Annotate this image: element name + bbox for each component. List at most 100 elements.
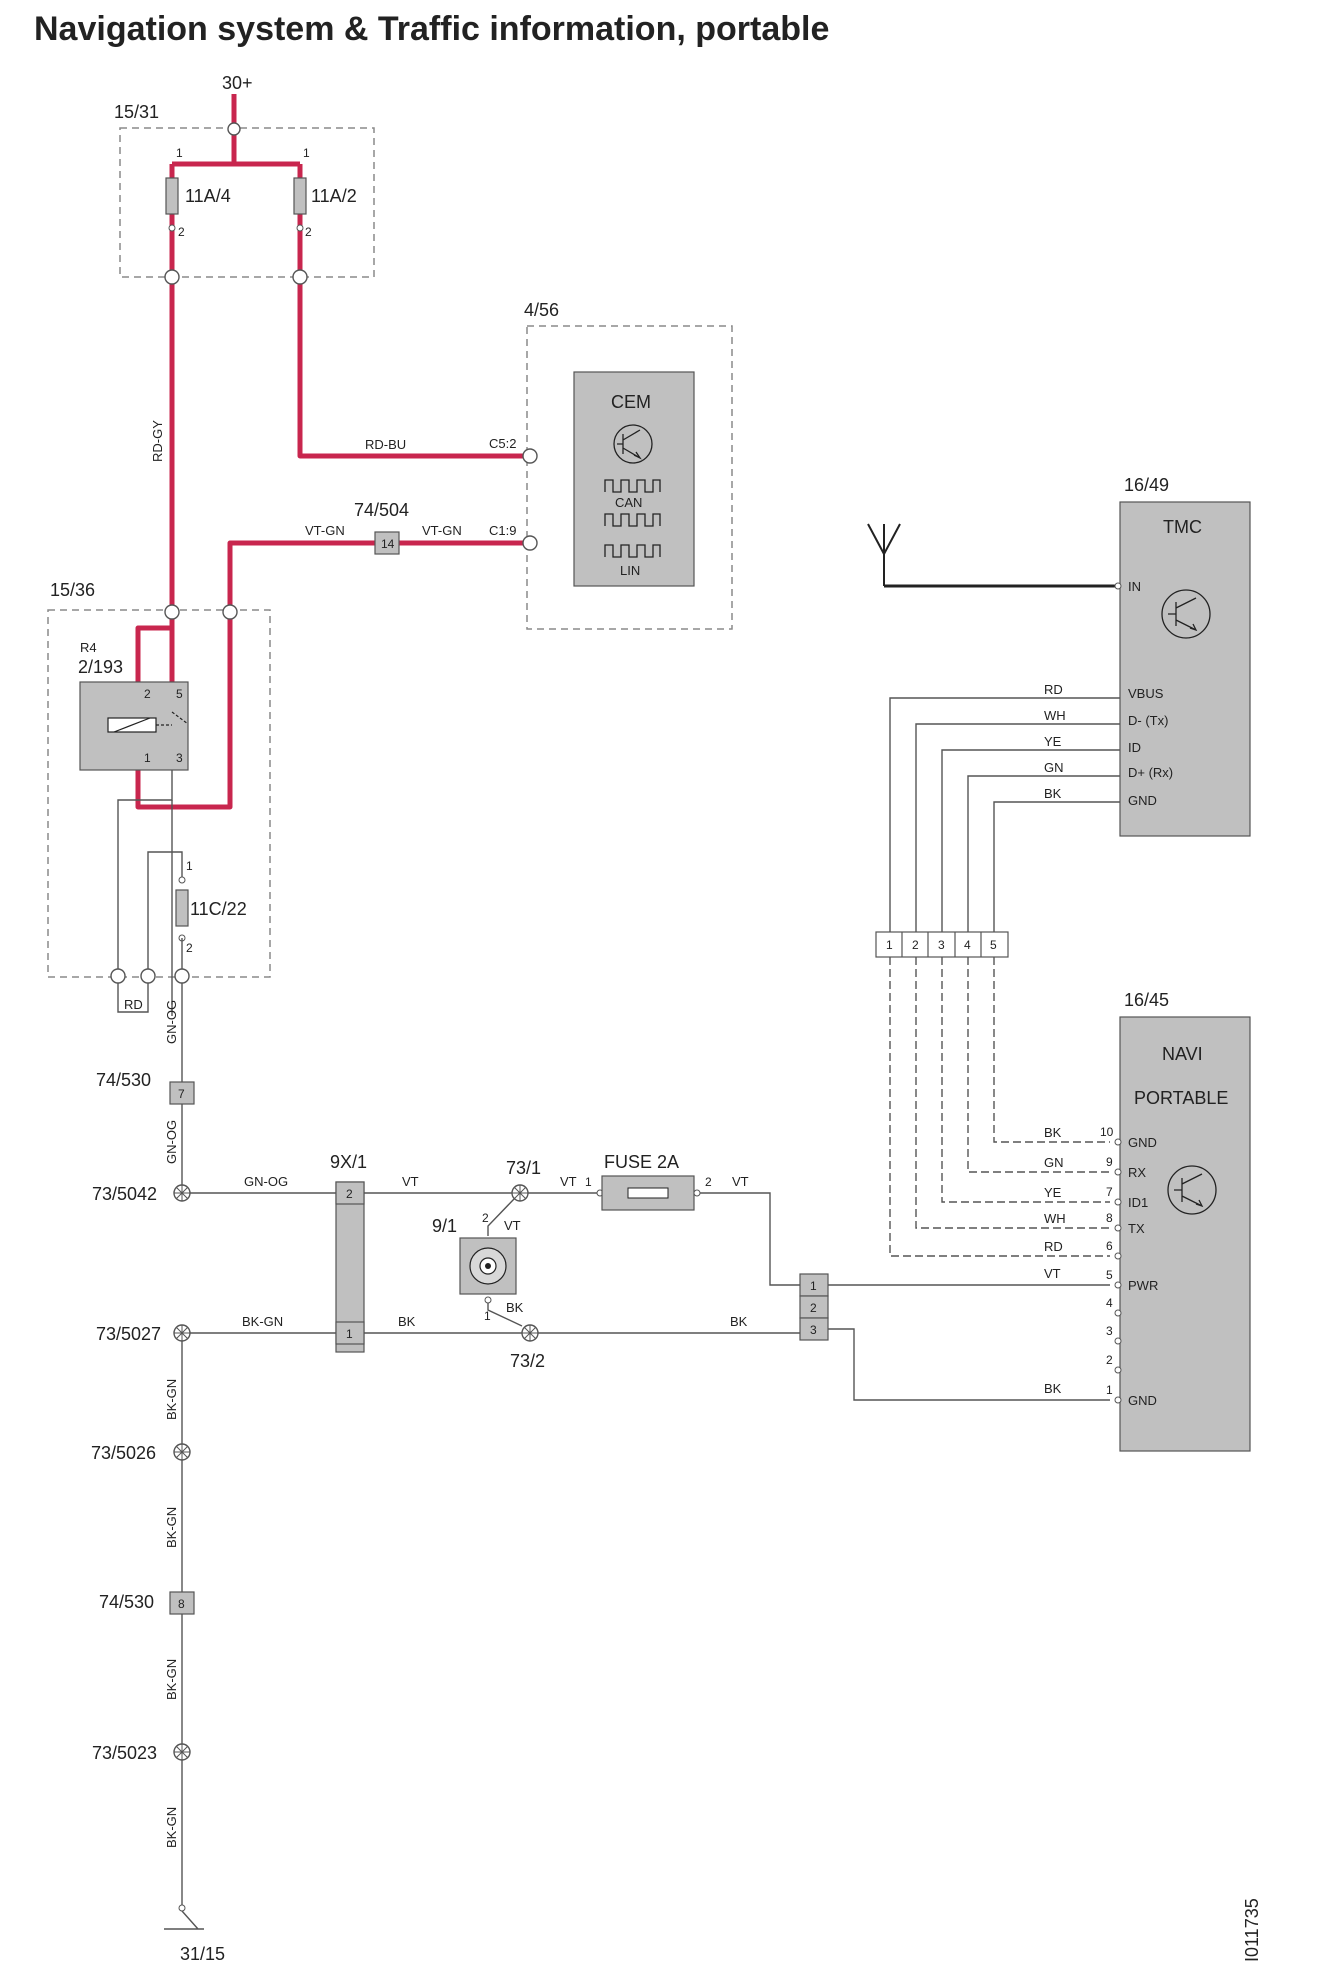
gnd-73-5027-label: 73/5027 [96, 1324, 161, 1344]
tmc-wire-gn [967, 775, 1120, 932]
tmc-wire-rd-label: RD [1044, 682, 1063, 697]
fuse-2a-pin1: 1 [585, 1175, 592, 1189]
wire-vt-label-5: VT [1044, 1266, 1061, 1281]
cem-pin-c19-node [522, 535, 538, 551]
navi-pin-num-1: 1 [1106, 1383, 1113, 1397]
navi-pin-num-7: 7 [1106, 1185, 1113, 1199]
fuse-c-pin2: 2 [186, 941, 193, 955]
wire-gn-og-label-1: GN-OG [164, 1000, 179, 1044]
tmc-conn-pin4: 4 [964, 938, 971, 952]
navi-pin-dots [1114, 1138, 1122, 1404]
wire-rd-bu-label: RD-BU [365, 437, 406, 452]
relay-pin3: 3 [176, 751, 183, 765]
navi-transistor-icon [1167, 1165, 1217, 1215]
navi-pin-gnd-top: GND [1128, 1135, 1157, 1150]
navi-label: NAVI [1162, 1044, 1203, 1064]
tmc-conn-pin2: 2 [912, 938, 919, 952]
splice-73-5026 [173, 1443, 191, 1461]
fuse-b-label: 11A/2 [311, 186, 357, 206]
relay-box-node-1 [164, 604, 180, 620]
navi-pin-num-3: 3 [1106, 1324, 1113, 1338]
navi-pin-num-6: 6 [1106, 1239, 1113, 1253]
conn-74-530-box-b [169, 1591, 195, 1615]
gnd-73-5023-label: 73/5023 [92, 1743, 157, 1763]
conn3-pin1: 1 [810, 1279, 817, 1293]
wire-vt-label-1: VT [402, 1174, 419, 1189]
conn-74-504-pin: 14 [381, 537, 395, 551]
conn-74-530-ref-a: 74/530 [96, 1070, 151, 1090]
navi-wire-gn [967, 957, 1110, 1173]
relay-box-ref: 15/36 [50, 580, 95, 600]
navi-pin-gnd-bottom: GND [1128, 1393, 1157, 1408]
relay-r-label: R4 [80, 640, 97, 655]
rd-loop-wire [117, 976, 149, 1013]
tmc-transistor-icon [1161, 589, 1211, 639]
tmc-wire-gn-label: GN [1044, 760, 1064, 775]
tmc-connector [875, 931, 1009, 958]
splice-73-1-label: 73/1 [506, 1158, 541, 1178]
supply-label: 30+ [222, 73, 253, 93]
wire-vt-label-4: VT [504, 1218, 521, 1233]
navi-wire-bk [993, 957, 1110, 1143]
navi-pin-id1: ID1 [1128, 1195, 1148, 1210]
navi-wire-wh-label: WH [1044, 1211, 1066, 1226]
wire-rd-gy-label: RD-GY [150, 420, 165, 462]
cem-pin-c52-node [522, 448, 538, 464]
navi-pin-num-4: 4 [1106, 1296, 1113, 1310]
navi-wire-ye-label: YE [1044, 1185, 1062, 1200]
tmc-wire-wh-label: WH [1044, 708, 1066, 723]
ground-symbol [164, 1904, 204, 1930]
wire-rd-label: RD [124, 997, 143, 1012]
wire-bk-label-1: BK [506, 1300, 524, 1315]
relay-box-bottom-node-1 [110, 968, 126, 984]
navi-wire-ye [941, 957, 1110, 1203]
vt-wire-c [700, 1192, 800, 1286]
navi-wire-rd-label: RD [1044, 1239, 1063, 1254]
navi-pin-tx: TX [1128, 1221, 1145, 1236]
navi-ref: 16/45 [1124, 990, 1169, 1010]
page-title: Navigation system & Traffic information,… [34, 10, 829, 48]
tmc-ref: 16/49 [1124, 475, 1169, 495]
tmc-wire-bk-label: BK [1044, 786, 1062, 801]
conn-74-530-box-a [169, 1081, 195, 1105]
tmc-wire-rd [889, 697, 1120, 932]
relay-pin1: 1 [144, 751, 151, 765]
gnd-wire-navi [828, 1328, 1110, 1401]
splice-73-5023 [173, 1743, 191, 1761]
navi-pin-num-5: 5 [1106, 1268, 1113, 1282]
wire-vt-gn-label-right: VT-GN [422, 523, 462, 538]
tmc-pin-dtx: D- (Tx) [1128, 713, 1168, 728]
fuse-11a4-symbol [165, 177, 179, 215]
fuse-c-pin1-dot [178, 876, 186, 884]
splice-73-2-label: 73/2 [510, 1351, 545, 1371]
navi-wire-bk-label: BK [1044, 1125, 1062, 1140]
relay-pin2: 2 [144, 687, 151, 701]
cem-lin-label: LIN [620, 563, 640, 578]
navi-pin-num-2: 2 [1106, 1353, 1113, 1367]
socket-bk-lead [487, 1303, 523, 1327]
cem-ref: 4/56 [524, 300, 559, 320]
splice-73-1 [511, 1184, 529, 1202]
portable-label: PORTABLE [1134, 1088, 1228, 1108]
tmc-wire-ye [941, 749, 1120, 932]
splice-73-5042 [173, 1184, 191, 1202]
tmc-wire-bk [993, 801, 1120, 932]
navi-wire-rd [889, 957, 1110, 1257]
tmc-wire-wh [915, 723, 1120, 932]
fuse-11a2-symbol [293, 177, 307, 215]
conn3-pin3: 3 [810, 1323, 817, 1337]
socket-pin1: 1 [484, 1309, 491, 1323]
conn-74-530-pin-a: 7 [178, 1087, 185, 1101]
fuse-a-pin2-dot [168, 224, 176, 232]
fuse-2a-pin2-dot [693, 1189, 701, 1197]
gnd-73-5026-label: 73/5026 [91, 1443, 156, 1463]
wire-gn-og-label-2: GN-OG [164, 1120, 179, 1164]
navi-pin-num-9: 9 [1106, 1155, 1113, 1169]
socket-ref: 9/1 [432, 1216, 457, 1236]
navi-pin-rx: RX [1128, 1165, 1146, 1180]
cem-can-signal-icon [604, 479, 661, 527]
conn-9x1-pin2: 2 [346, 1187, 353, 1201]
tmc-pin-in: IN [1128, 579, 1141, 594]
tmc-pin-drx: D+ (Rx) [1128, 765, 1173, 780]
